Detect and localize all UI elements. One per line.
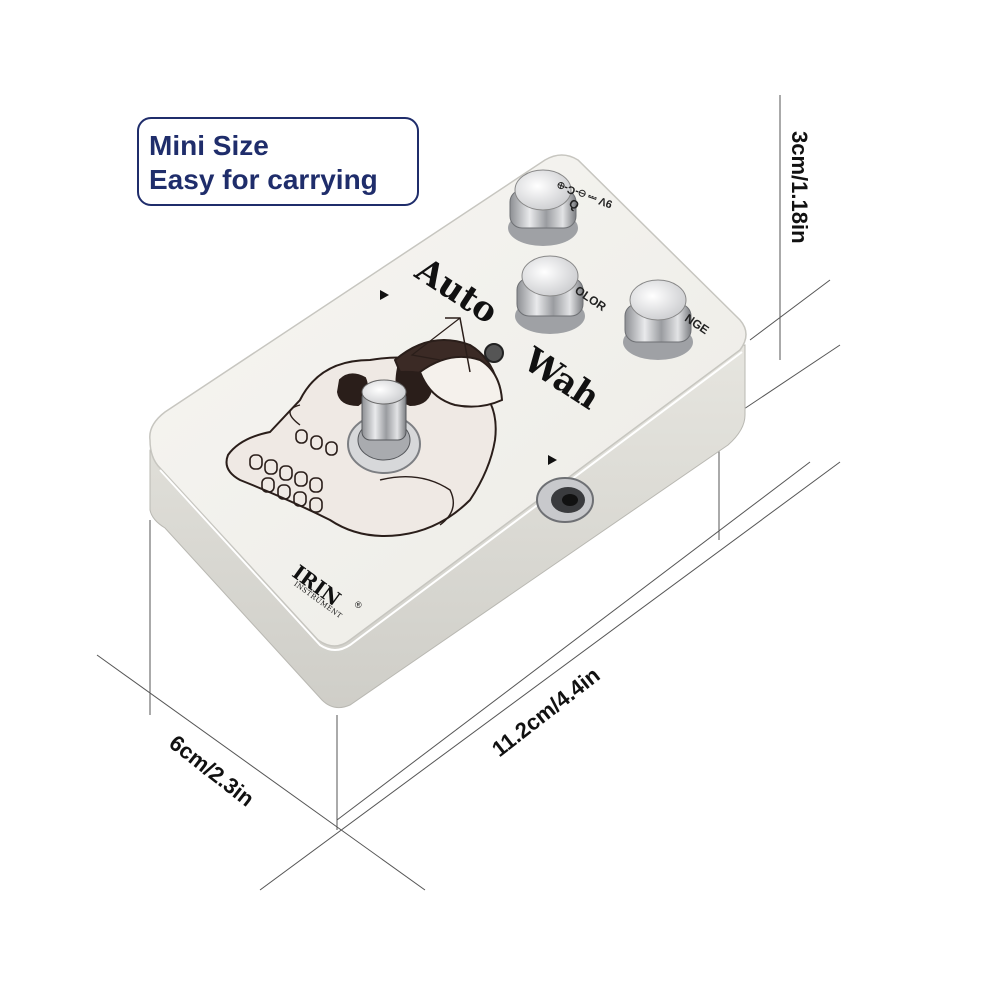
callout-line-2: Easy for carrying	[149, 164, 378, 195]
direction-markers	[380, 290, 557, 465]
knob-color[interactable]	[515, 255, 585, 334]
knob-q[interactable]	[508, 169, 578, 246]
input-jack[interactable]	[536, 477, 594, 523]
callout-line-1: Mini Size	[149, 130, 269, 161]
registered-mark: ®	[355, 600, 362, 610]
footswitch[interactable]	[347, 379, 421, 474]
feature-callout: Mini Size Easy for carrying	[137, 117, 419, 206]
knob-range[interactable]	[623, 279, 693, 360]
dimension-height-label: 3cm/1.18in	[787, 131, 812, 244]
